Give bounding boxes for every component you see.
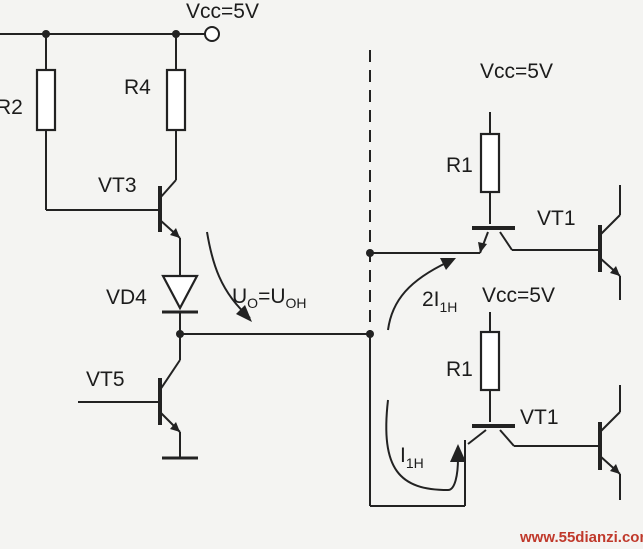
r1-bottom-resistor xyxy=(479,330,501,392)
r2-label: R2 xyxy=(0,96,23,119)
vt3-emitter-arrow xyxy=(170,228,180,238)
vd4-diode xyxy=(161,274,199,311)
watermark: www.55dianzi.com xyxy=(519,529,643,546)
current-i1h-arrow xyxy=(385,399,459,492)
vt2-top-collector xyxy=(599,214,621,236)
vt3-collector xyxy=(159,179,177,199)
vt2-top-emitter-arrow xyxy=(610,266,620,276)
vt5-label: VT5 xyxy=(86,368,125,391)
vt1-top-collector xyxy=(499,231,513,251)
vt1-top-emitter-arrow xyxy=(478,242,487,253)
vd4-label: VD4 xyxy=(106,286,147,309)
uo-label: UO=UOH xyxy=(232,285,307,311)
vt3-label: VT3 xyxy=(98,174,137,197)
current-2i1h-arrow xyxy=(387,261,449,331)
r1-bottom-label: R1 xyxy=(446,358,473,381)
r1-top-label: R1 xyxy=(446,154,473,177)
vcc-terminal xyxy=(204,26,220,42)
vcc-left-label: Vcc=5V xyxy=(186,0,259,23)
r4-resistor xyxy=(165,68,187,132)
vcc-right-mid-label: Vcc=5V xyxy=(482,284,555,307)
vt1-bottom-label: VT1 xyxy=(520,406,559,429)
r2-resistor xyxy=(35,68,57,132)
arrow-head xyxy=(236,305,252,322)
i2-label: 2I1H xyxy=(422,288,457,315)
arrow-head xyxy=(440,258,456,270)
arrow-head xyxy=(450,444,466,462)
vt1-bottom-emitter xyxy=(467,429,487,445)
vt1-bottom-collector xyxy=(499,429,515,447)
r4-label: R4 xyxy=(124,76,151,99)
vt2-bottom-collector xyxy=(599,411,621,433)
vcc-right-top-label: Vcc=5V xyxy=(480,60,553,83)
vt1-top-label: VT1 xyxy=(537,207,576,230)
r1-top-resistor xyxy=(479,132,501,194)
vt5-emitter-arrow xyxy=(170,422,180,432)
vt5-collector xyxy=(159,359,181,391)
vt2-bottom-emitter-arrow xyxy=(610,464,620,474)
i1-label: I1H xyxy=(400,444,424,471)
